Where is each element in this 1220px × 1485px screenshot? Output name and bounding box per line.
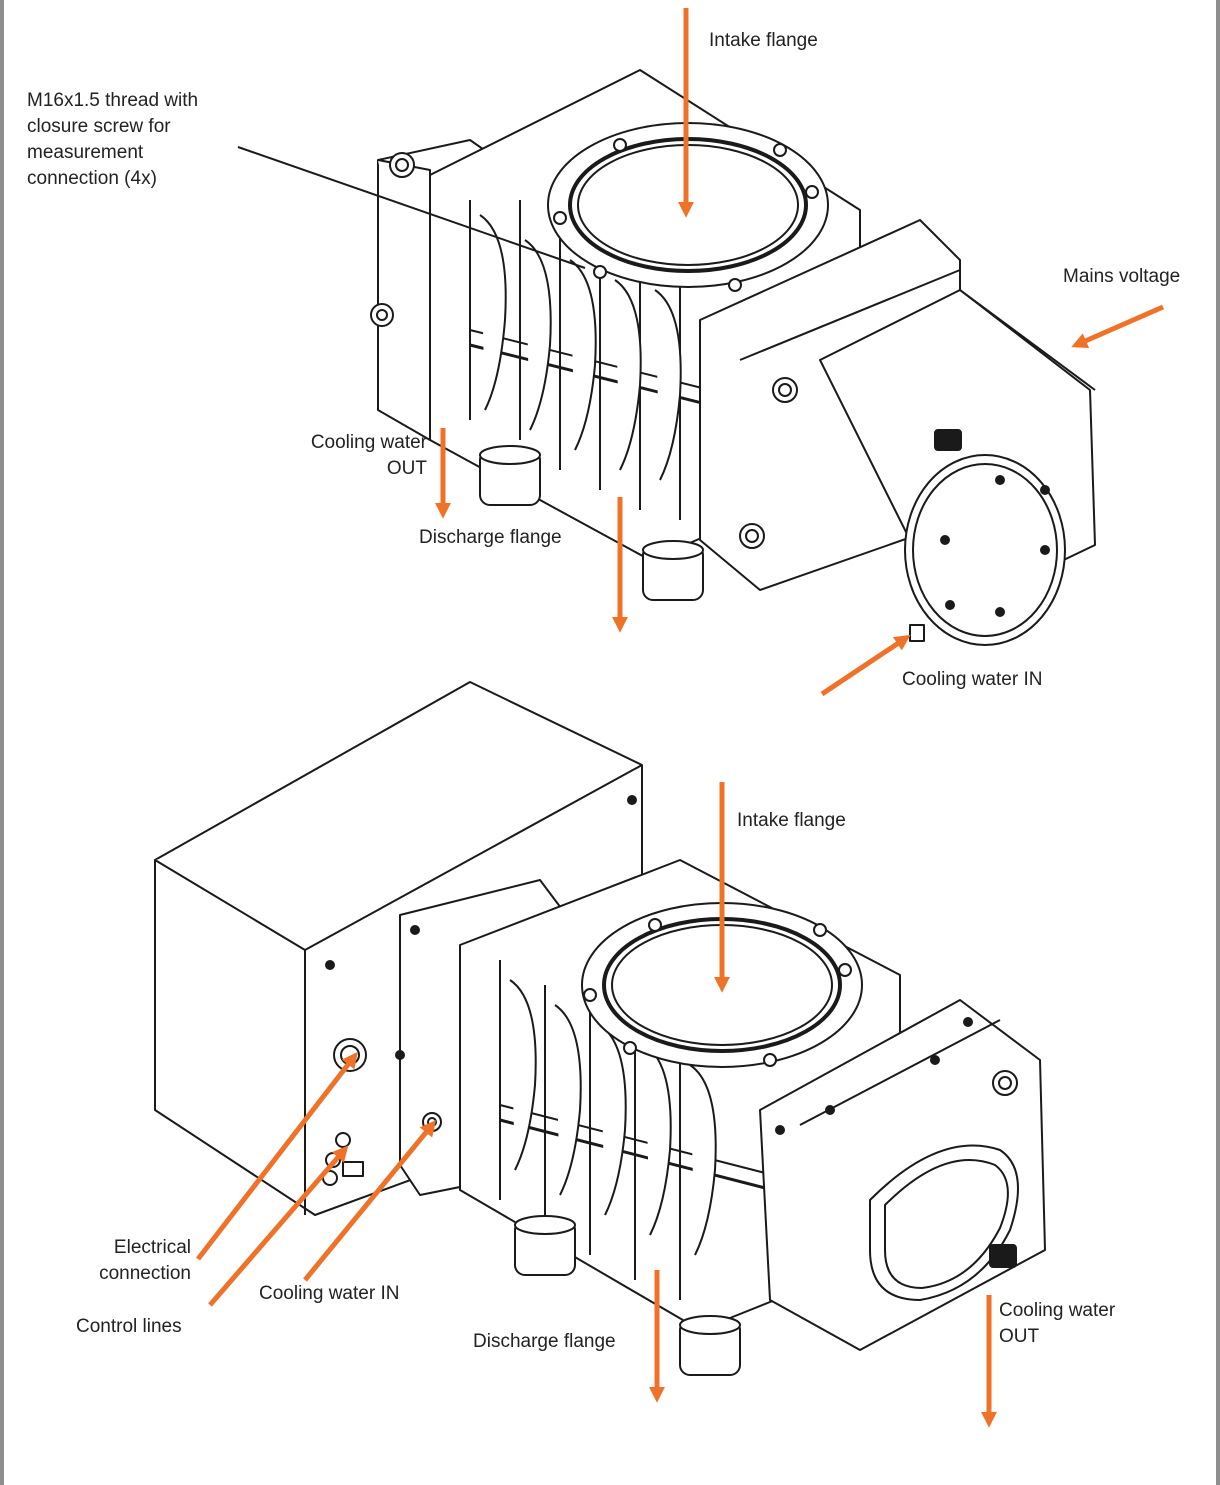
thread-note-line: closure screw for <box>27 116 171 137</box>
bottom-control-arrow <box>208 1145 349 1307</box>
bottom-intake-flange-label: Intake flange <box>737 810 846 831</box>
top-cooling-in-arrow <box>820 634 911 697</box>
thread-note-line: M16x1.5 thread with <box>27 90 199 111</box>
bottom-cooling-in-label: Cooling water IN <box>259 1283 400 1304</box>
bottom-electrical-arrow <box>196 1051 358 1261</box>
control-lines-label: Control lines <box>76 1316 182 1337</box>
bottom-cooling-out-line: OUT <box>999 1326 1040 1347</box>
thread-leader-line <box>237 146 586 269</box>
top-mains-arrow <box>1071 304 1165 349</box>
bottom-cooling-out-label: Cooling water OUT <box>999 1298 1115 1350</box>
top-cooling-in-label: Cooling water IN <box>902 669 1043 690</box>
electrical-connection-label: Electrical connection <box>60 1235 191 1287</box>
bottom-pump-drawing <box>154 681 1046 1376</box>
bottom-cooling-out-line: Cooling water <box>999 1300 1116 1321</box>
top-intake-flange-label: Intake flange <box>709 30 818 51</box>
top-cooling-out-line: Cooling water <box>310 432 427 453</box>
top-pump-drawing <box>370 69 1096 646</box>
electrical-connection-line: connection <box>99 1263 191 1284</box>
top-cooling-out-line: OUT <box>386 458 427 479</box>
top-cooling-out-label: Cooling water OUT <box>270 430 427 482</box>
mains-voltage-label: Mains voltage <box>1063 266 1181 287</box>
electrical-connection-line: Electrical <box>113 1237 191 1258</box>
top-discharge-flange-label: Discharge flange <box>419 527 562 548</box>
thread-note-label: M16x1.5 thread with closure screw for me… <box>27 88 198 192</box>
bottom-cooling-in-arrow <box>303 1120 437 1282</box>
bottom-discharge-flange-label: Discharge flange <box>473 1331 616 1352</box>
thread-note-line: measurement <box>27 142 144 163</box>
thread-note-line: connection (4x) <box>27 168 157 189</box>
